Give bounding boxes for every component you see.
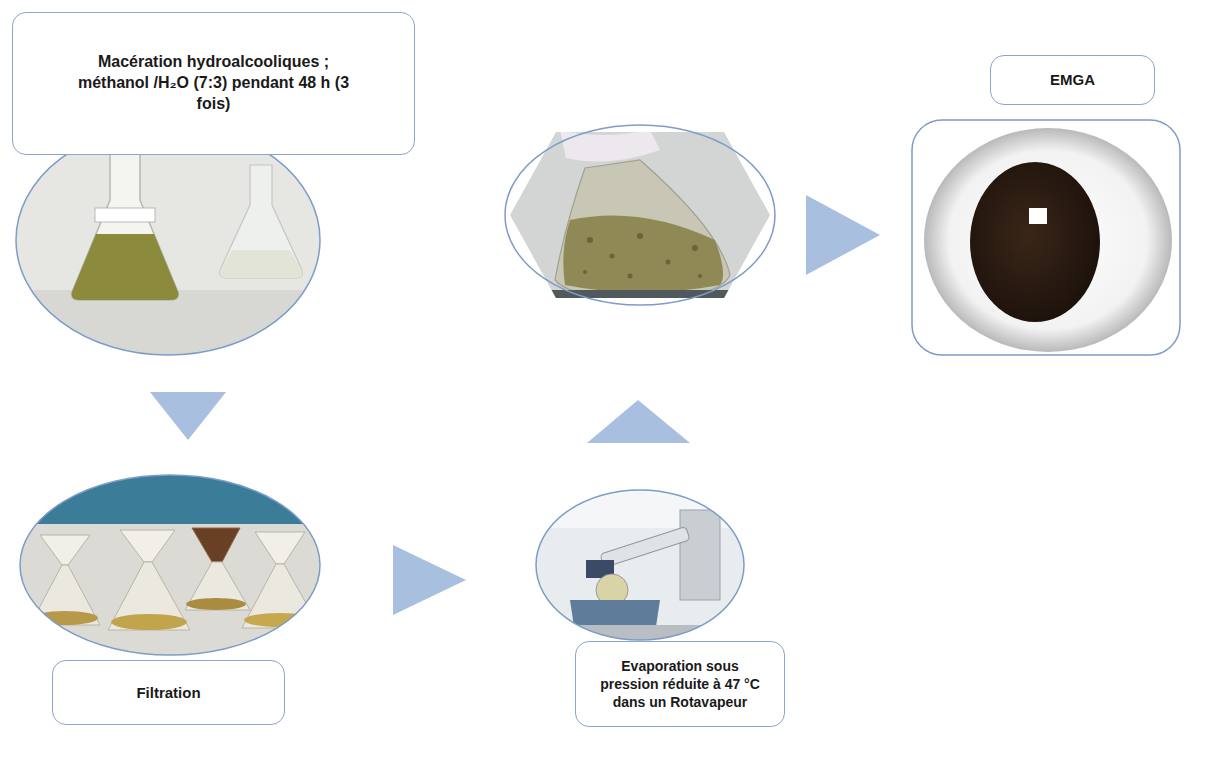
particle xyxy=(666,260,671,265)
flask xyxy=(30,565,100,625)
particle xyxy=(698,274,702,278)
particle xyxy=(692,245,698,251)
flask xyxy=(72,150,179,300)
rotavapor-column xyxy=(680,510,720,600)
bench-shadow xyxy=(505,290,775,305)
flask xyxy=(555,160,730,300)
photo-background xyxy=(534,488,746,642)
sample-tag xyxy=(1029,208,1047,224)
process-box: Macération hydroalcooliques ; méthanol /… xyxy=(12,12,415,155)
funnel xyxy=(185,528,250,610)
green-extract xyxy=(72,234,179,300)
step-label: Evaporation sous pression réduite à 47 °… xyxy=(596,657,764,712)
process-box: EMGA xyxy=(990,55,1155,105)
particle xyxy=(628,274,633,279)
filtrate xyxy=(244,613,316,627)
dry-extract xyxy=(970,162,1100,322)
filtrate xyxy=(32,611,98,625)
particle xyxy=(587,237,593,243)
gloved-hand xyxy=(560,130,660,162)
photo-background xyxy=(10,120,330,360)
funnel xyxy=(242,532,320,628)
petri-dish xyxy=(924,128,1172,352)
plant-extract xyxy=(563,216,723,293)
process-box: Filtration xyxy=(52,660,285,725)
photo-frame xyxy=(912,120,1180,355)
flow-arrow xyxy=(587,400,690,443)
photo-frame xyxy=(536,490,744,640)
particle xyxy=(637,233,643,239)
funnel xyxy=(108,530,190,630)
blue-wall xyxy=(18,472,324,524)
process-box: Evaporation sous pression réduite à 47 °… xyxy=(575,641,785,727)
flask xyxy=(108,562,190,630)
funnel-cone xyxy=(40,535,90,565)
filtrate xyxy=(186,598,246,610)
maceration-photo xyxy=(10,120,330,360)
funnel-cone xyxy=(120,530,175,562)
step-label: EMGA xyxy=(1050,70,1095,90)
clear-extract xyxy=(220,250,303,278)
particle xyxy=(610,254,615,259)
flow-arrow xyxy=(393,545,466,615)
particles xyxy=(583,233,702,279)
photo-frame xyxy=(16,125,320,355)
flow-arrow xyxy=(806,195,880,275)
flask xyxy=(220,165,303,278)
filtrate xyxy=(111,614,187,630)
flask xyxy=(185,562,250,610)
step-label: Macération hydroalcooliques ; méthanol /… xyxy=(69,52,359,114)
funnel-cone xyxy=(192,528,240,562)
photo-frame xyxy=(20,475,320,655)
particle xyxy=(583,270,587,274)
flask-label xyxy=(95,208,155,222)
photo-background xyxy=(18,472,324,662)
flask xyxy=(242,564,320,628)
photo-frame xyxy=(505,125,775,305)
flow-arrow xyxy=(150,392,226,440)
funnel-cone xyxy=(255,532,305,564)
step-label: Filtration xyxy=(136,683,200,703)
rotavapor-photo xyxy=(534,488,746,645)
photo-background xyxy=(505,128,775,303)
filtration-photo xyxy=(18,472,324,662)
